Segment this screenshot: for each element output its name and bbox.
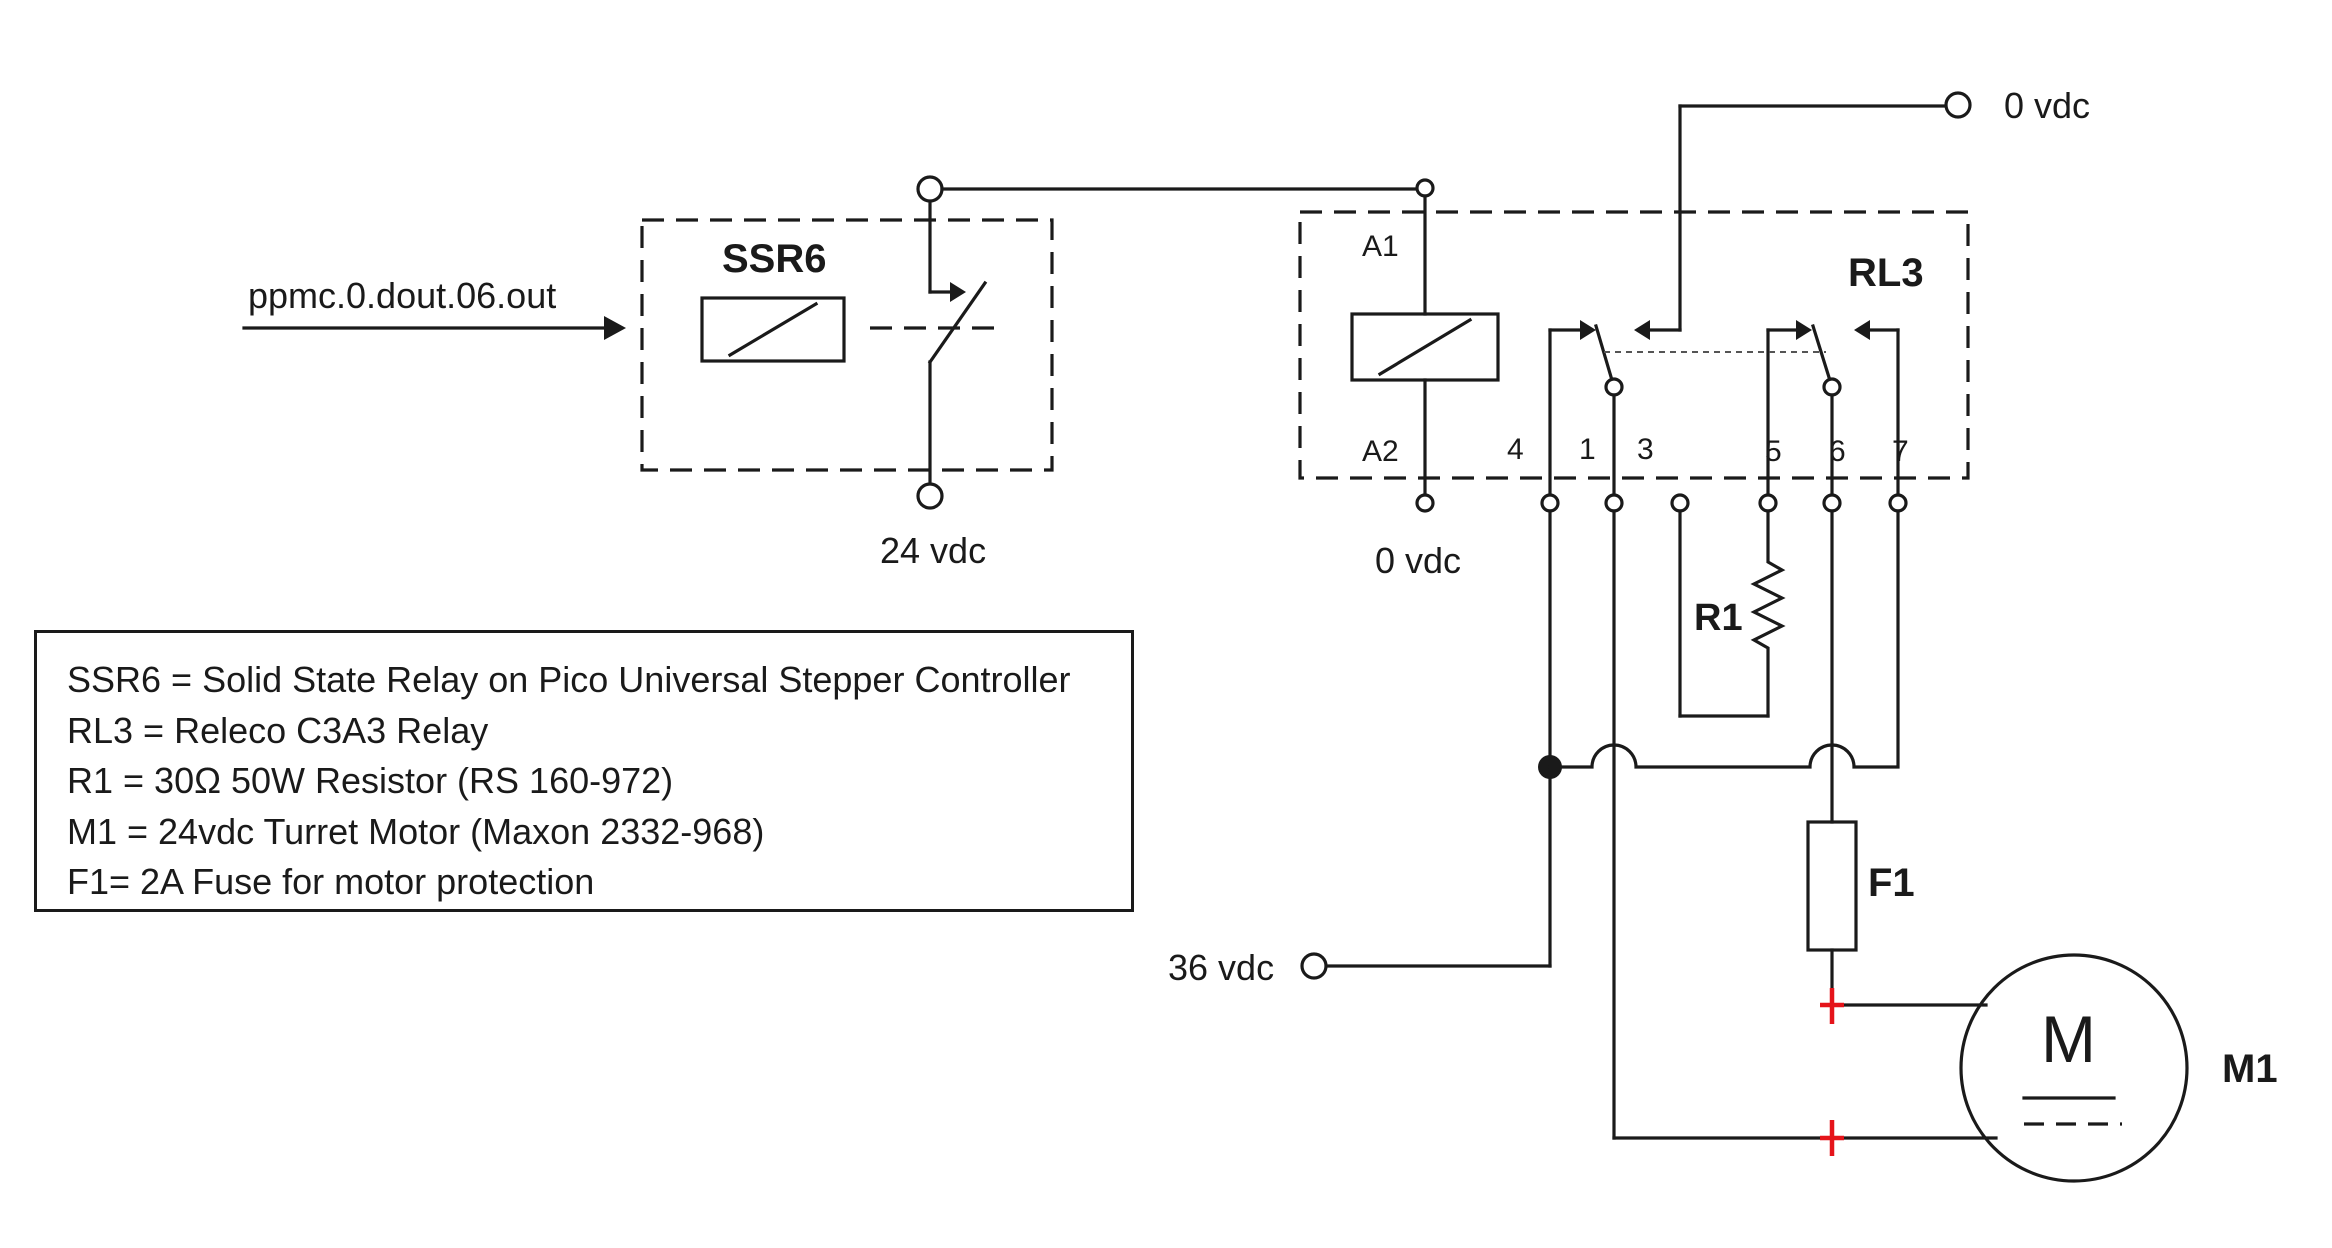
rl3-label: RL3 <box>1848 251 1924 295</box>
relay-a2-terminal <box>1415 493 1435 513</box>
legend-line: RL3 = Releco C3A3 Relay <box>67 709 489 751</box>
legend-line: F1= 2A Fuse for motor protection <box>67 861 595 902</box>
pin3-terminal <box>1670 493 1690 513</box>
rl3-pin-3: 3 <box>1637 433 1654 466</box>
rl3-coil-return-label: 0 vdc <box>1375 540 1461 581</box>
motor-symbol: M <box>2041 1002 2096 1076</box>
ssr6-switch <box>927 200 988 484</box>
f1-fuse <box>1806 820 1858 952</box>
rl3-contact-set-2 <box>1766 320 1900 502</box>
r1-label: R1 <box>1694 597 1743 639</box>
ssr6-bottom-terminal <box>916 482 944 510</box>
pin3-supply-wire <box>1678 104 1946 332</box>
rl3-enclosure <box>1298 210 1970 480</box>
pin1-terminal <box>1604 493 1624 513</box>
rl3-pin-4: 4 <box>1507 433 1524 466</box>
motor-negative-mark <box>1820 1120 1844 1156</box>
r1-resistor <box>1750 509 1786 718</box>
rl3-pin-a2: A2 <box>1362 435 1399 468</box>
top-supply-label: 0 vdc <box>2004 85 2090 126</box>
ssr6-top-terminal <box>916 175 944 203</box>
ssr6-coil <box>700 296 846 363</box>
pin5-terminal <box>1758 493 1778 513</box>
f1-label: F1 <box>1868 861 1915 905</box>
crossover-wire <box>1548 509 1900 769</box>
relay-a1-terminal <box>1415 178 1435 198</box>
motor-label: M1 <box>2222 1047 2278 1091</box>
pin4-terminal <box>1540 493 1560 513</box>
input-signal-arrow <box>242 316 626 340</box>
legend-line: R1 = 30Ω 50W Resistor (RS 160-972) <box>67 760 674 801</box>
m1-motor <box>1959 953 2189 1183</box>
rl3-pin-7: 7 <box>1892 435 1909 468</box>
motor-positive-mark <box>1820 988 1844 1024</box>
top-supply-terminal <box>1944 91 1972 119</box>
ssr6-label: SSR6 <box>722 237 827 281</box>
ssr6-supply-label: 24 vdc <box>880 530 986 571</box>
pin7-terminal <box>1888 493 1908 513</box>
rl3-contact-set-1 <box>1548 320 1682 502</box>
rl3-pin-1: 1 <box>1579 433 1596 466</box>
motor-supply-terminal <box>1300 952 1328 980</box>
rl3-pin-a1: A1 <box>1362 230 1399 263</box>
ssr6-enclosure <box>640 218 1054 472</box>
legend-line: M1 = 24vdc Turret Motor (Maxon 2332-968) <box>67 810 765 852</box>
pin3-resistor-loop <box>1678 509 1770 718</box>
legend-box: SSR6 = Solid State Relay on Pico Univers… <box>34 630 1134 912</box>
input-signal-label: ppmc.0.dout.06.out <box>248 275 556 316</box>
pin4-supply-wire <box>1325 509 1552 968</box>
rl3-coil <box>1350 194 1500 496</box>
motor-supply-label: 36 vdc <box>1168 947 1274 988</box>
pin1-motor-wire <box>1612 509 1998 1140</box>
legend-line: SSR6 = Solid State Relay on Pico Univers… <box>67 659 1071 700</box>
pin6-terminal <box>1822 493 1842 513</box>
